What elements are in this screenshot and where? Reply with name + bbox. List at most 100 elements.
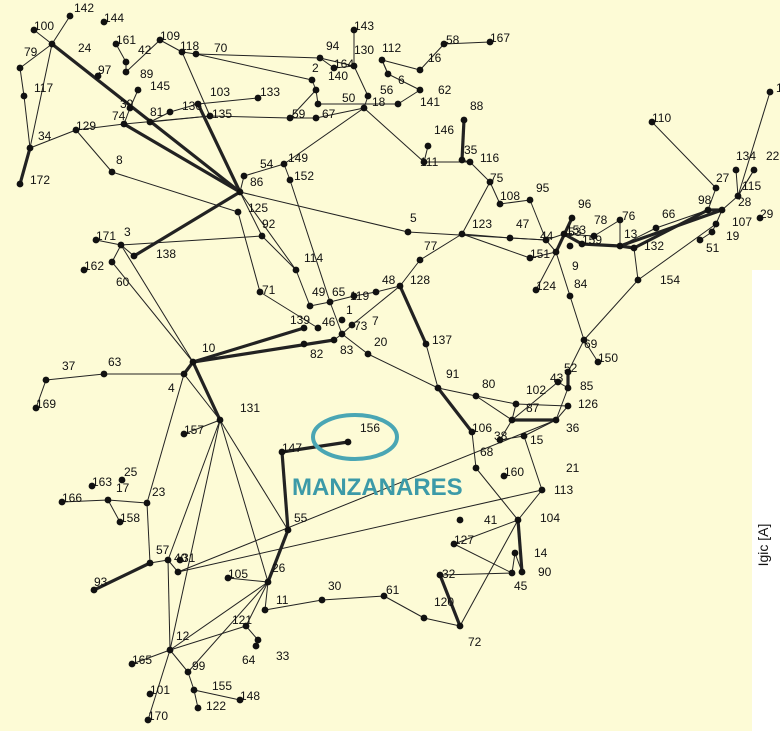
node-label-17: 17 [116,481,130,495]
node-label-121: 121 [232,613,252,627]
node-25 [118,476,126,484]
node-label-107: 107 [732,215,752,229]
node-88 [460,116,468,124]
edge-77-128 [399,259,421,287]
edge-26-121 [245,581,269,627]
node-144 [100,18,108,26]
edge-21-36 [177,419,557,573]
node-label-129: 129 [76,119,96,133]
node-55 [284,526,292,534]
edge-12-26 [169,581,269,651]
node-label-151: 151 [530,247,550,261]
edge-92-114 [261,235,297,271]
node-78 [590,232,598,240]
node-169 [32,404,40,412]
node-label-30: 30 [328,579,342,593]
node-label-8: 8 [116,153,123,167]
node-label-7: 7 [372,314,379,328]
node-label-15: 15 [530,433,544,447]
manzanares-highlight-ring [311,413,399,461]
node-label-9: 9 [572,259,579,273]
node-label-46: 46 [322,315,336,329]
node-121 [242,622,250,630]
edge-68-104 [475,467,519,521]
node-135 [206,112,214,120]
edge-16-58 [419,43,445,71]
node-114 [292,266,300,274]
node-41 [456,516,464,524]
node-label-167: 167 [490,31,510,45]
node-label-141: 141 [420,95,440,109]
node-label-165: 165 [132,653,152,667]
node-102 [512,400,520,408]
node-label-154: 154 [660,273,680,287]
node-label-102: 102 [526,383,546,397]
node-156 [344,438,352,446]
edge-108-95 [499,199,531,205]
edge-142-24 [51,15,71,45]
edge-28-115 [721,195,739,211]
edge-155-148 [193,689,241,701]
node-19 [708,228,716,236]
edge-76-78 [593,219,621,237]
node-label-104: 104 [540,511,560,525]
edge-17-158 [107,499,121,523]
node-15 [520,432,528,440]
edge-102-126 [515,403,569,407]
node-32 [436,571,444,579]
edge-70-94 [195,53,321,59]
node-57 [146,559,154,567]
node-label-23: 23 [152,485,166,499]
node-label-99: 99 [192,659,206,673]
node-136 [166,108,174,116]
node-96 [568,214,576,222]
node-label-90: 90 [538,565,552,579]
edge-57-93 [93,561,151,592]
edge-100-24 [33,29,53,45]
edge-115-168 [737,91,771,197]
node-label-12: 12 [176,629,190,643]
node-label-88: 88 [470,99,484,113]
node-36 [552,416,560,424]
edge-106-68 [471,431,477,469]
node-label-89: 89 [140,67,154,81]
node-label-124: 124 [536,279,556,293]
edge-75-123 [461,181,491,235]
edge-70-2 [195,53,313,81]
node-label-152: 152 [294,169,314,183]
edge-69-150 [583,339,599,363]
node-128 [396,282,404,290]
node-99 [184,668,192,676]
node-35 [458,156,466,164]
edge-27-110 [651,121,717,189]
edge-73-20 [341,333,369,355]
node-label-58: 58 [446,33,460,47]
node-label-109: 109 [160,29,180,43]
edge-131-12 [169,419,221,651]
node-112 [378,56,386,64]
node-124 [532,286,540,294]
node-label-160: 160 [504,465,524,479]
node-40 [164,556,172,564]
node-27 [712,184,720,192]
edge-26-99 [187,581,269,673]
node-39 [126,104,134,112]
node-154 [634,276,642,284]
node-81 [146,118,154,126]
node-label-40: 40 [174,551,188,565]
node-label-92: 92 [262,217,276,231]
node-label-119: 119 [350,289,369,303]
edge-114-49 [295,269,311,307]
node-164 [330,64,338,72]
node-label-80: 80 [482,377,496,391]
node-151 [526,254,534,262]
node-130 [350,62,358,70]
node-9 [552,248,560,256]
edge-104-72 [459,519,519,627]
node-143 [350,26,358,34]
node-label-170: 170 [148,709,168,723]
node-56 [364,92,372,100]
node-label-11: 11 [276,593,289,607]
edge-98-27 [707,187,717,211]
edge-4-131 [183,373,221,421]
